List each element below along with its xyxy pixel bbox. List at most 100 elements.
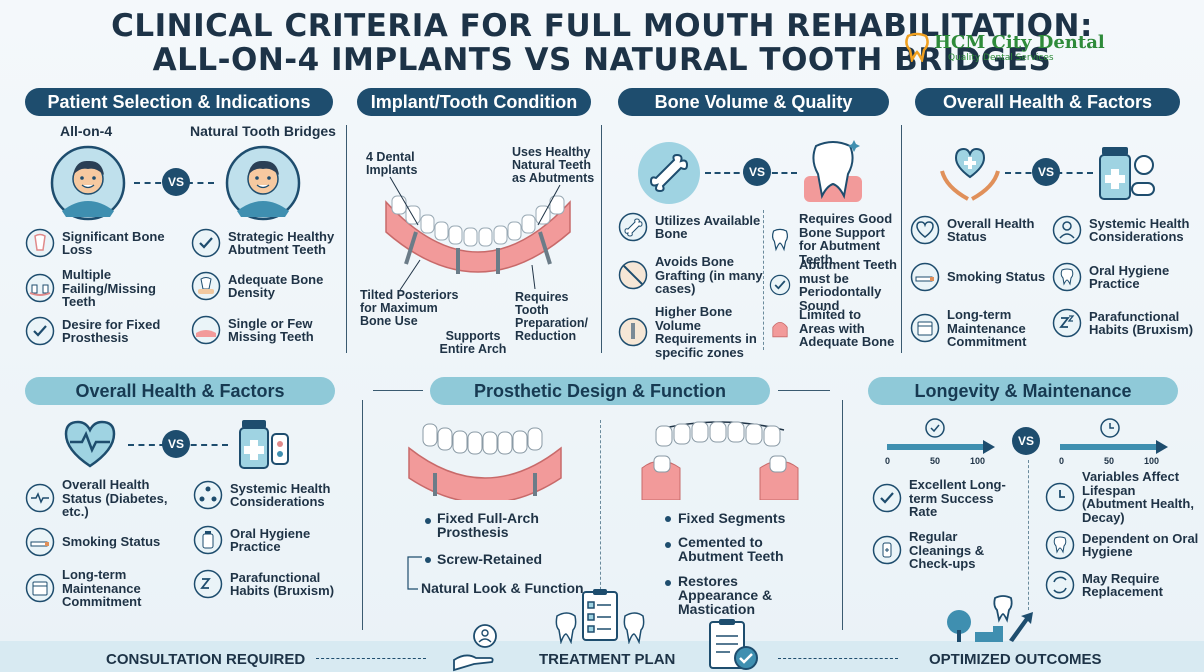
check-circle-icon — [872, 484, 902, 513]
longevity-left-item: Excellent Long-term Success Rate — [872, 478, 1022, 519]
health-top-right-item: Systemic Health Considerations — [1052, 215, 1202, 245]
bracket-connector — [407, 556, 422, 590]
natural-bridges-title: Natural Tooth Bridges — [190, 123, 336, 139]
check-circle-icon — [191, 228, 221, 258]
footer-connector — [778, 658, 898, 659]
prosthetic-left-item: Screw-Retained — [437, 551, 543, 567]
health-bottom-right-item: Parafunctional Habits (Bruxism) — [193, 569, 353, 599]
divider — [601, 125, 602, 353]
health-bottom-header: Overall Health & Factors — [25, 377, 335, 405]
health-top-left-item: Overall Health Status — [910, 215, 1050, 245]
prosthetic-right-item: Cemented to Abutment Teeth — [678, 534, 784, 564]
bone-right-item: Limited to Areas with Adequate Bone — [768, 308, 900, 349]
treatment-plan-illustration — [555, 589, 645, 644]
patient-left-item: Significant Bone Loss — [25, 228, 175, 258]
page-title-line1: CLINICAL CRITERIA FOR FULL MOUTH REHABIL… — [111, 8, 1093, 44]
scale-tick: 50 — [930, 456, 941, 466]
page-title-line2: ALL-ON-4 IMPLANTS VS NATURAL TOOTH BRIDG… — [152, 42, 1052, 78]
health-bottom-left-item: Overall Health Status (Diabetes, etc.) — [25, 478, 185, 519]
column-divider — [600, 420, 601, 600]
footer-optimized-outcomes: OPTIMIZED OUTCOMES — [929, 651, 1102, 668]
prosthetic-left-item: Natural Look & Function — [421, 580, 584, 596]
bone-header: Bone Volume & Quality — [618, 88, 889, 116]
clinic-logo: HCM City Dental Quality Dental Services — [904, 30, 1105, 70]
health-top-right-item: Parafunctional Habits (Bruxism) — [1052, 308, 1202, 338]
medicine-bottle-icon — [239, 420, 289, 469]
tooth-bridge-illustration — [641, 421, 799, 500]
logo-tooth-icon — [905, 32, 929, 62]
bone-left-item: Avoids Bone Grafting (in many cases) — [618, 255, 763, 296]
column-divider — [763, 210, 764, 350]
prosthetic-left-item: Fixed Full-Arch Prosthesis — [437, 510, 539, 540]
bone-loss-icon — [25, 228, 55, 258]
scale-tick: 100 — [1144, 456, 1160, 466]
tooth-icon — [1045, 530, 1075, 560]
replace-icon — [1045, 570, 1075, 600]
patient-left-item: Multiple Failing/Missing Teeth — [25, 268, 175, 309]
smoking-icon — [910, 262, 940, 292]
consultation-hand-icon — [453, 624, 497, 672]
footer-treatment-plan: TREATMENT PLAN — [539, 651, 676, 668]
patient-right-item: Single or Few Missing Teeth — [191, 315, 341, 345]
bone-icon — [638, 142, 700, 204]
clock-icon — [1045, 482, 1075, 512]
health-top-header: Overall Health & Factors — [915, 88, 1180, 116]
divider — [373, 390, 423, 391]
health-bottom-left-item: Smoking Status — [25, 527, 185, 557]
prosthetic-header: Prosthetic Design & Function — [430, 377, 770, 405]
no-graft-icon — [618, 261, 648, 290]
vs-badge: VS — [743, 158, 771, 186]
condition-header: Implant/Tooth Condition — [357, 88, 591, 116]
bullet-dot — [665, 542, 671, 548]
bullet-dot — [665, 516, 671, 522]
patient-avatar-icon — [225, 145, 301, 221]
patient-left-item: Desire for Fixed Prosthesis — [25, 316, 175, 346]
longevity-right-item: May Require Replacement — [1045, 570, 1200, 600]
label-implants: 4 Dental Implants — [366, 150, 418, 177]
bullet-dot — [425, 518, 431, 524]
divider — [346, 125, 347, 353]
logo-name: HCM City Dental — [934, 32, 1105, 53]
divider — [842, 400, 843, 630]
network-icon — [193, 480, 223, 510]
prosthetic-right-item: Restores Appearance & Mastication — [678, 573, 773, 617]
check-circle-icon — [25, 316, 55, 346]
bone-left-item: Utilizes Available Bone — [618, 212, 763, 242]
gum-area-icon — [772, 322, 788, 338]
implant-bone-icon — [618, 317, 648, 347]
scale-tick: 50 — [1104, 456, 1115, 466]
bone-left-item: Higher Bone Volume Requirements in speci… — [618, 305, 763, 359]
label-supports-arch: Supports Entire Arch — [439, 329, 507, 356]
vs-badge: VS — [1012, 427, 1040, 455]
footer-bar — [0, 641, 1204, 672]
missing-teeth-icon — [25, 274, 55, 303]
sleep-grinding-icon — [193, 569, 223, 599]
label-tilted-posteriors: Tilted Posteriors for Maximum Bone Use — [360, 288, 459, 328]
heart-pulse-icon — [64, 420, 116, 468]
health-top-left-item: Long-term Maintenance Commitment — [910, 308, 1050, 349]
longevity-scale-left — [887, 418, 995, 454]
scale-tick: 100 — [970, 456, 986, 466]
health-top-right-item: Oral Hygiene Practice — [1052, 262, 1202, 292]
tooth-icon — [1052, 262, 1082, 292]
health-bottom-right-item: Oral Hygiene Practice — [193, 525, 353, 555]
column-divider — [1028, 460, 1029, 610]
vs-badge: VS — [162, 430, 190, 458]
patient-right-item: Adequate Bone Density — [191, 271, 341, 301]
vs-badge: VS — [162, 168, 190, 196]
patient-right-item: Strategic Healthy Abutment Teeth — [191, 228, 341, 258]
prosthetic-right-item: Fixed Segments — [678, 510, 786, 526]
doctor-icon — [1052, 215, 1082, 245]
logo-tagline: Quality Dental Services — [948, 53, 1054, 63]
healthy-tooth-icon — [804, 140, 862, 202]
heart-pulse-icon — [910, 215, 940, 245]
vs-badge: VS — [1032, 158, 1060, 186]
label-pointer-lines — [389, 176, 561, 291]
bone-icon — [618, 212, 648, 242]
footer-consultation: CONSULTATION REQUIRED — [106, 651, 306, 668]
label-tooth-preparation: Requires Tooth Preparation/ Reduction — [515, 290, 588, 343]
sleep-grinding-icon — [1052, 308, 1082, 338]
heart-pulse-icon — [25, 484, 55, 513]
longevity-right-item: Dependent on Oral Hygiene — [1045, 530, 1200, 560]
single-tooth-icon — [191, 315, 221, 345]
